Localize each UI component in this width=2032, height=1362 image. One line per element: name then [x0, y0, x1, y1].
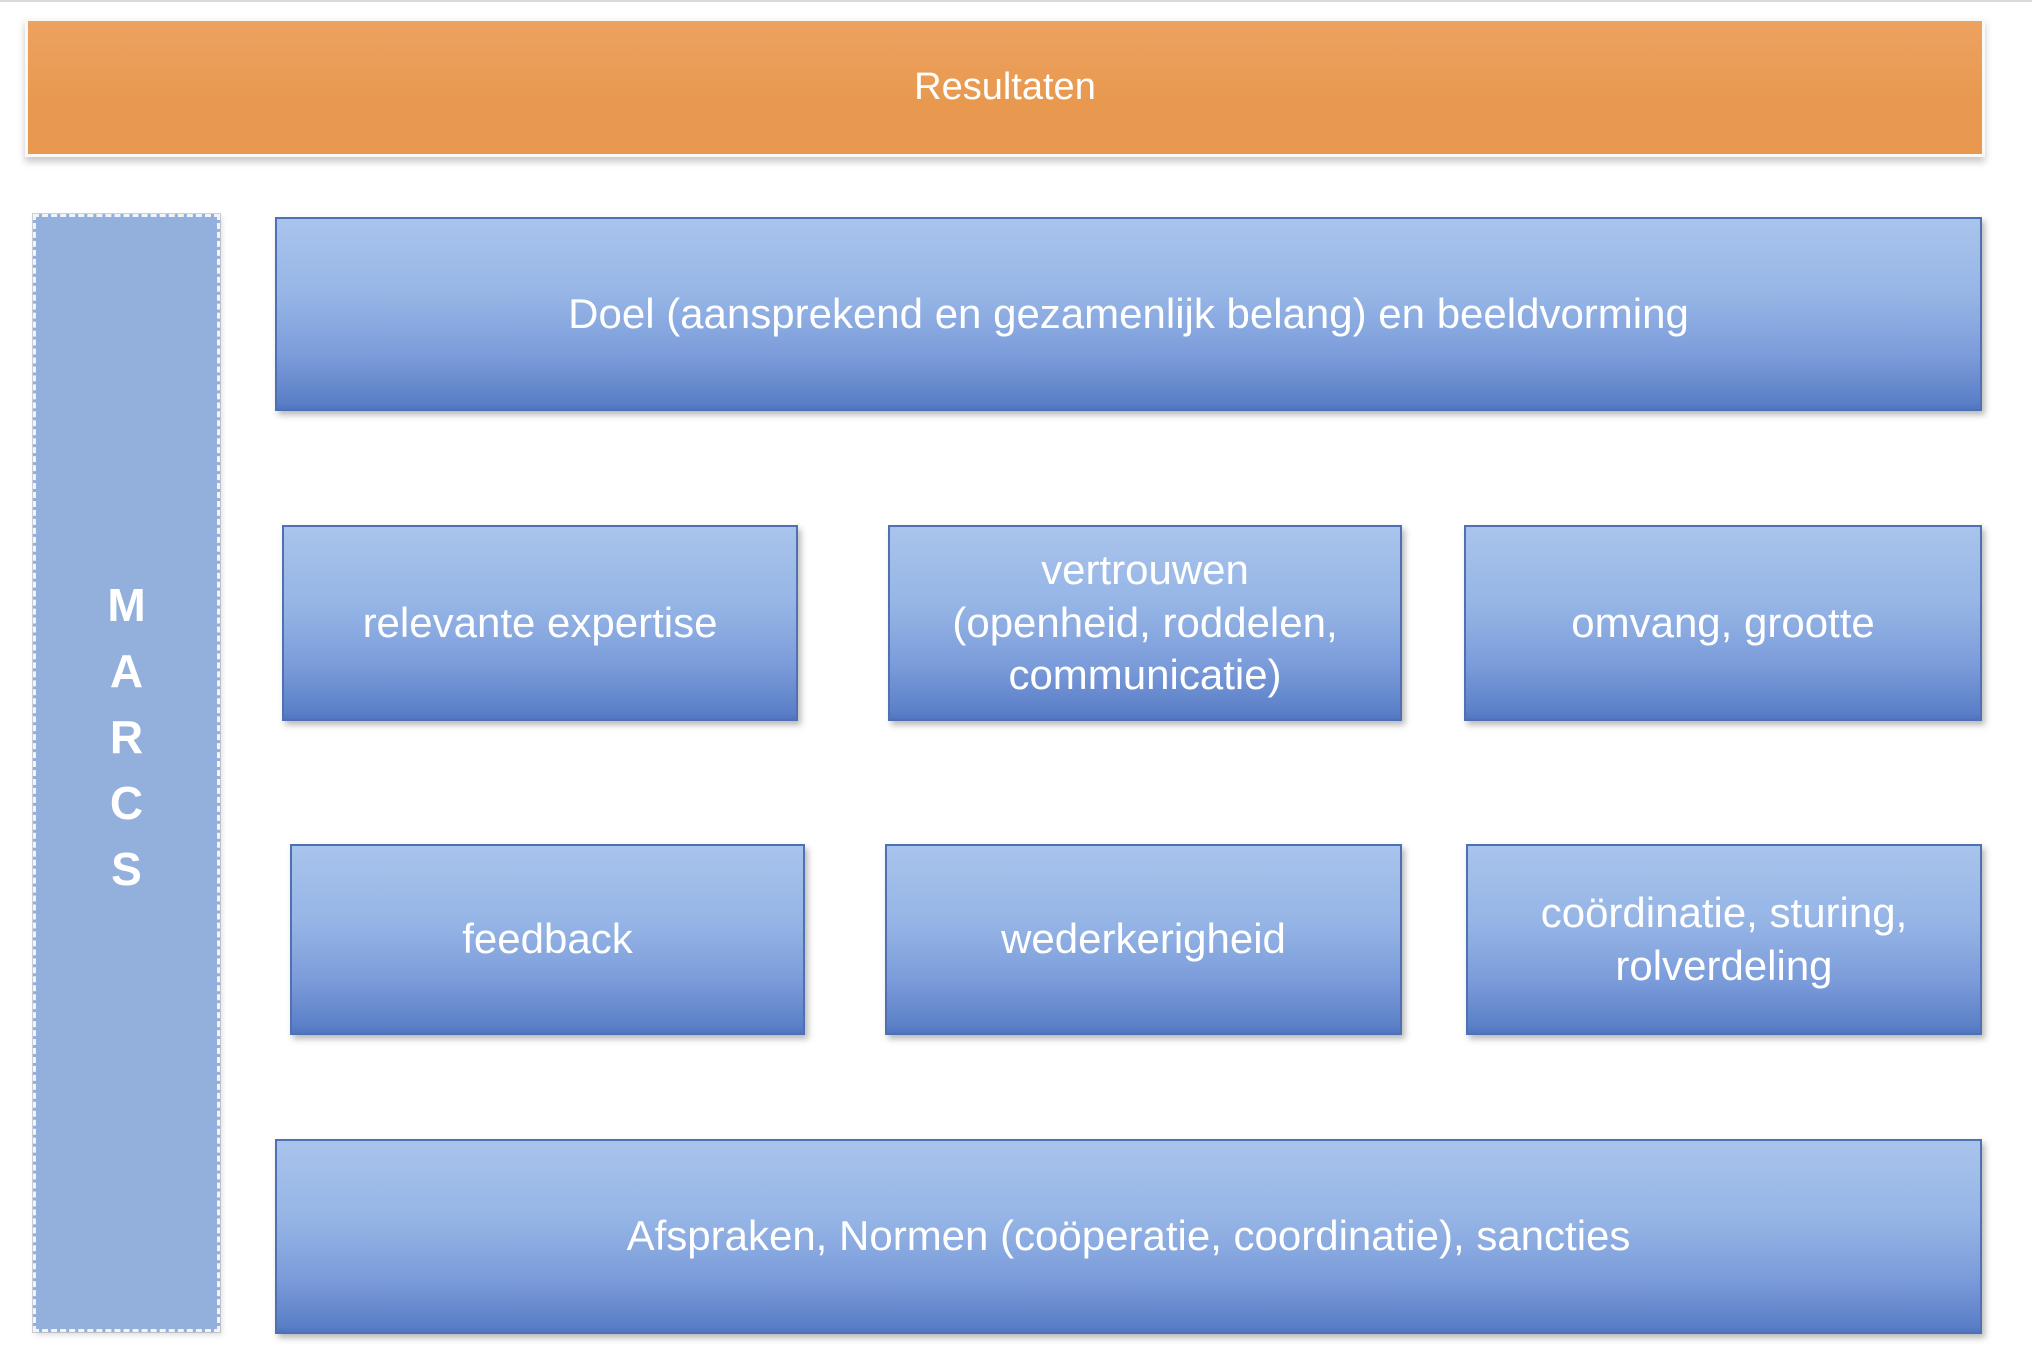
box-coordinatie-sturing-label: coördinatie, sturing, rolverdeling	[1540, 889, 1908, 989]
box-feedback: feedback	[290, 844, 805, 1035]
results-header-label: Resultaten	[914, 66, 1096, 108]
box-vertrouwen: vertrouwen (openheid, roddelen, communic…	[888, 525, 1402, 721]
box-omvang-grootte: omvang, grootte	[1464, 525, 1982, 721]
box-coordinatie-sturing: coördinatie, sturing, rolverdeling	[1466, 844, 1982, 1035]
box-wederkerigheid-label: wederkerigheid	[1001, 915, 1286, 963]
box-vertrouwen-label: vertrouwen (openheid, roddelen, communic…	[952, 546, 1338, 699]
box-relevante-expertise-label: relevante expertise	[362, 598, 718, 646]
marcs-letters: M A R C S	[107, 579, 146, 895]
box-relevante-expertise: relevante expertise	[282, 525, 798, 721]
marcs-sidebar-bar: M A R C S	[33, 214, 220, 1332]
box-wederkerigheid: wederkerigheid	[885, 844, 1402, 1035]
box-omvang-grootte-label: omvang, grootte	[1571, 598, 1875, 646]
box-doel-beeldvorming: Doel (aansprekend en gezamenlijk belang)…	[275, 217, 1982, 411]
box-doel-beeldvorming-label: Doel (aansprekend en gezamenlijk belang)…	[568, 289, 1689, 337]
box-feedback-label: feedback	[462, 915, 633, 963]
box-afspraken-normen-sancties-label: Afspraken, Normen (coöperatie, coordinat…	[626, 1212, 1631, 1260]
box-afspraken-normen-sancties: Afspraken, Normen (coöperatie, coordinat…	[275, 1139, 1982, 1334]
results-header-bar: Resultaten	[25, 18, 1985, 157]
